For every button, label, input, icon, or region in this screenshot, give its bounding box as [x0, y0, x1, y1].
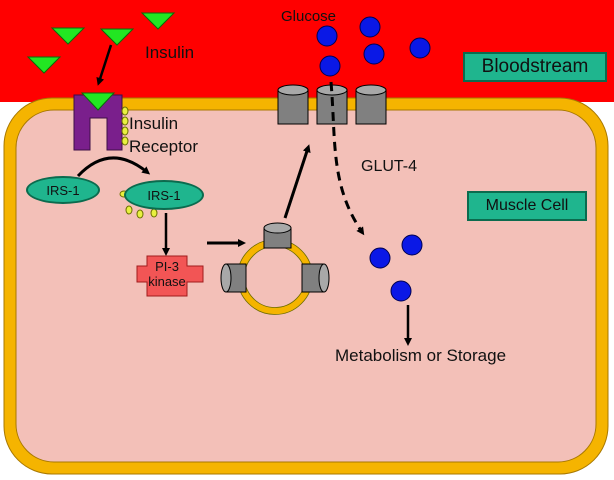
phosphate-group: [121, 106, 129, 116]
pi3-kinase-label: PI-3 kinase: [147, 259, 187, 290]
glucose-molecule: [319, 55, 341, 77]
insulin-molecule: [50, 27, 86, 45]
transporter-cap: [263, 222, 292, 234]
insulin-molecule: [140, 12, 176, 30]
transporter-cap: [277, 84, 309, 96]
pi3-kinase-label-line1: PI-3: [155, 259, 179, 274]
vesicle-transporter-top: [263, 222, 292, 249]
insulin-molecule: [99, 28, 135, 46]
membrane-transporter-right: [355, 84, 387, 125]
pi3-kinase: [136, 255, 204, 297]
muscle-cell-label: Muscle Cell: [467, 191, 587, 221]
pi3-kinase-label-line2: kinase: [148, 273, 186, 289]
phosphate-group: [150, 208, 158, 218]
glucose-molecule: [316, 25, 338, 47]
irs1-inactive: IRS-1: [26, 176, 100, 204]
transporter-cap: [355, 84, 387, 96]
receptor-phosphate-groups: [121, 106, 129, 146]
phosphate-group: [136, 209, 144, 219]
insulin-label: Insulin: [145, 43, 195, 62]
glucose-molecules-cell: [369, 234, 423, 302]
glucose-label: Glucose: [281, 8, 337, 25]
translocation-arrow: [283, 144, 311, 219]
glucose-uptake-arrow: [329, 81, 365, 236]
phosphate-group: [125, 205, 133, 215]
vesicle-transporter-right: [301, 263, 330, 293]
insulin-molecules: [26, 12, 176, 74]
insulin-receptor-label-line1: Insulin: [129, 114, 179, 133]
vesicle-transporter-left: [220, 263, 247, 293]
phosphate-group: [121, 116, 129, 126]
transporter-cap: [318, 263, 330, 293]
irs1-active: IRS-1: [124, 180, 204, 210]
glucose-molecule: [401, 234, 423, 256]
glucose-molecule: [369, 247, 391, 269]
phosphate-group: [121, 136, 129, 146]
glucose-molecule: [363, 43, 385, 65]
bloodstream-label: Bloodstream: [463, 52, 607, 82]
transporter-body: [277, 89, 309, 125]
glucose-molecules-blood: [316, 16, 431, 77]
glucose-molecule: [409, 37, 431, 59]
membrane-transporter-left: [277, 84, 309, 125]
glucose-molecule: [359, 16, 381, 38]
irs1-phosphorylation-arrow: [76, 156, 151, 178]
phosphate-group: [121, 126, 129, 136]
insulin-molecule: [26, 56, 62, 74]
insulin-binding-arrow: [96, 44, 113, 86]
transporter-cap: [220, 263, 232, 293]
glut4-label: GLUT-4: [361, 158, 418, 175]
metabolism-label: Metabolism or Storage: [335, 346, 507, 365]
glucose-molecule: [390, 280, 412, 302]
insulin-receptor-label-line2: Receptor: [129, 137, 198, 156]
bound-insulin: [80, 92, 116, 111]
